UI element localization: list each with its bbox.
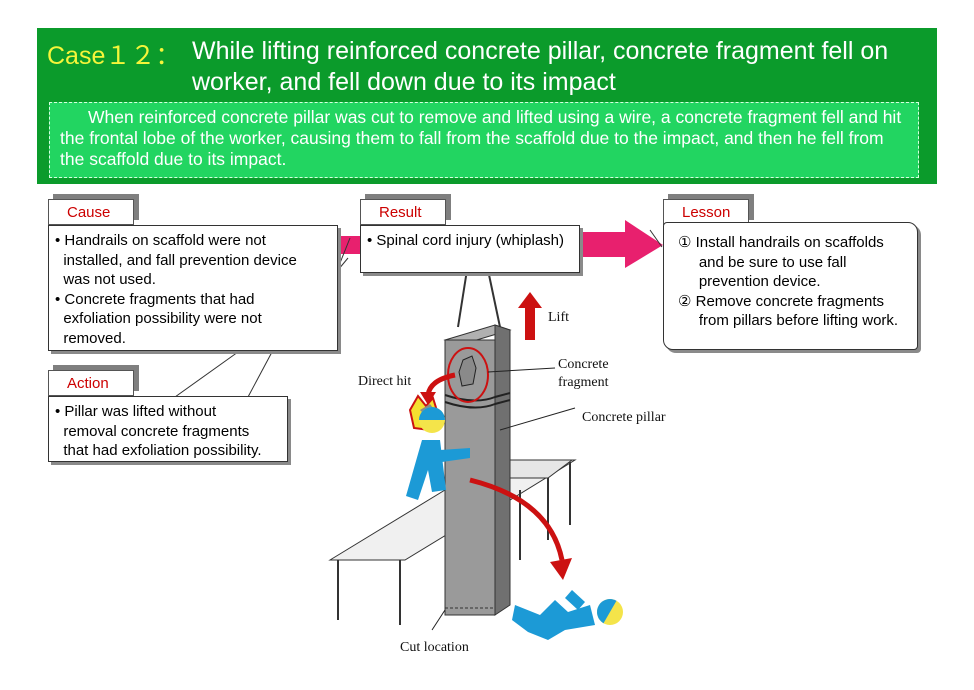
result-tab-label: Result	[379, 204, 422, 221]
case-label: Case１２：	[47, 42, 181, 70]
result-tab: Result	[360, 199, 446, 225]
cause-line: exfoliation possibility were not	[55, 310, 262, 327]
lesson-line: from pillars before lifting work.	[678, 312, 899, 329]
callout-line	[174, 351, 239, 398]
lift-arrow-icon	[518, 292, 542, 340]
flow-arrow-result-to-lesson	[580, 220, 663, 268]
action-line: removal concrete fragments	[55, 422, 250, 440]
lift-label: Lift	[548, 310, 569, 325]
callout-line	[337, 237, 351, 269]
action-tab-label: Action	[67, 375, 109, 392]
flow-arrow-cause-to-result	[338, 236, 360, 254]
page-title: While lifting reinforced concrete pillar…	[192, 37, 889, 96]
cause-tab: Cause	[48, 199, 134, 225]
header-banner: Case１２： While lifting reinforced concret…	[37, 28, 937, 184]
cause-line: • Concrete fragments that had	[55, 290, 255, 308]
cause-line: • Handrails on scaffold were not	[55, 232, 266, 249]
fall-arrow-icon	[469, 477, 565, 561]
callout-line	[649, 229, 663, 248]
callout-line	[431, 609, 446, 631]
action-line: that had exfoliation possibility.	[55, 442, 262, 459]
concrete-fragment-label-line1: Concrete	[558, 357, 609, 372]
lesson-line: prevention device.	[678, 273, 821, 290]
accident-summary: When reinforced concrete pillar was cut …	[49, 102, 919, 178]
callout-line	[487, 367, 556, 373]
lesson-tab: Lesson	[663, 199, 749, 225]
callout-line	[247, 351, 273, 398]
lifting-wire	[457, 269, 468, 328]
cause-line: removed.	[55, 329, 126, 347]
fallen-worker-icon	[512, 590, 623, 640]
cause-tab-label: Cause	[67, 204, 111, 221]
action-box: • Pillar was lifted without removal conc…	[48, 396, 288, 462]
result-line: • Spinal cord injury (whiplash)	[367, 232, 564, 249]
cause-line: installed, and fall prevention device	[55, 251, 297, 269]
lesson-scroll-box: ① Install handrails on scaffolds and be …	[663, 222, 918, 350]
action-line: • Pillar was lifted without	[55, 403, 217, 420]
lifting-wire	[487, 269, 501, 328]
concrete-fragment-icon	[458, 355, 477, 387]
callout-line	[337, 257, 349, 271]
concrete-fragment-label-line2: fragment	[558, 375, 609, 390]
action-tab: Action	[48, 370, 134, 396]
worker-on-scaffold-icon	[406, 394, 470, 500]
result-box: • Spinal cord injury (whiplash)	[360, 225, 580, 273]
lesson-tab-label: Lesson	[682, 204, 731, 221]
cause-line: was not used.	[55, 271, 156, 288]
lesson-line: ① Install handrails on scaffolds	[678, 234, 884, 251]
concrete-pillar-label: Concrete pillar	[582, 410, 666, 425]
direct-hit-label: Direct hit	[358, 374, 412, 389]
concrete-pillar	[443, 324, 512, 616]
lesson-line: ② Remove concrete fragments	[678, 292, 885, 310]
callout-line	[499, 407, 576, 431]
lesson-line: and be sure to use fall	[678, 253, 847, 271]
cause-box: • Handrails on scaffold were not install…	[48, 225, 338, 351]
cut-location-label: Cut location	[400, 640, 469, 655]
